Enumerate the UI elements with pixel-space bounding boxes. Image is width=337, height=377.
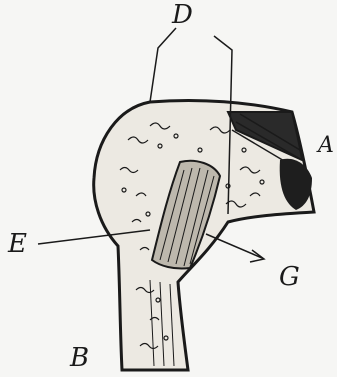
label-a: A [318,133,334,159]
label-b: B [70,345,89,371]
label-e: E [8,231,27,257]
label-g: G [279,264,300,290]
pointer-g [206,234,262,258]
pointer-d-left [150,28,176,102]
label-d: D [172,2,193,28]
